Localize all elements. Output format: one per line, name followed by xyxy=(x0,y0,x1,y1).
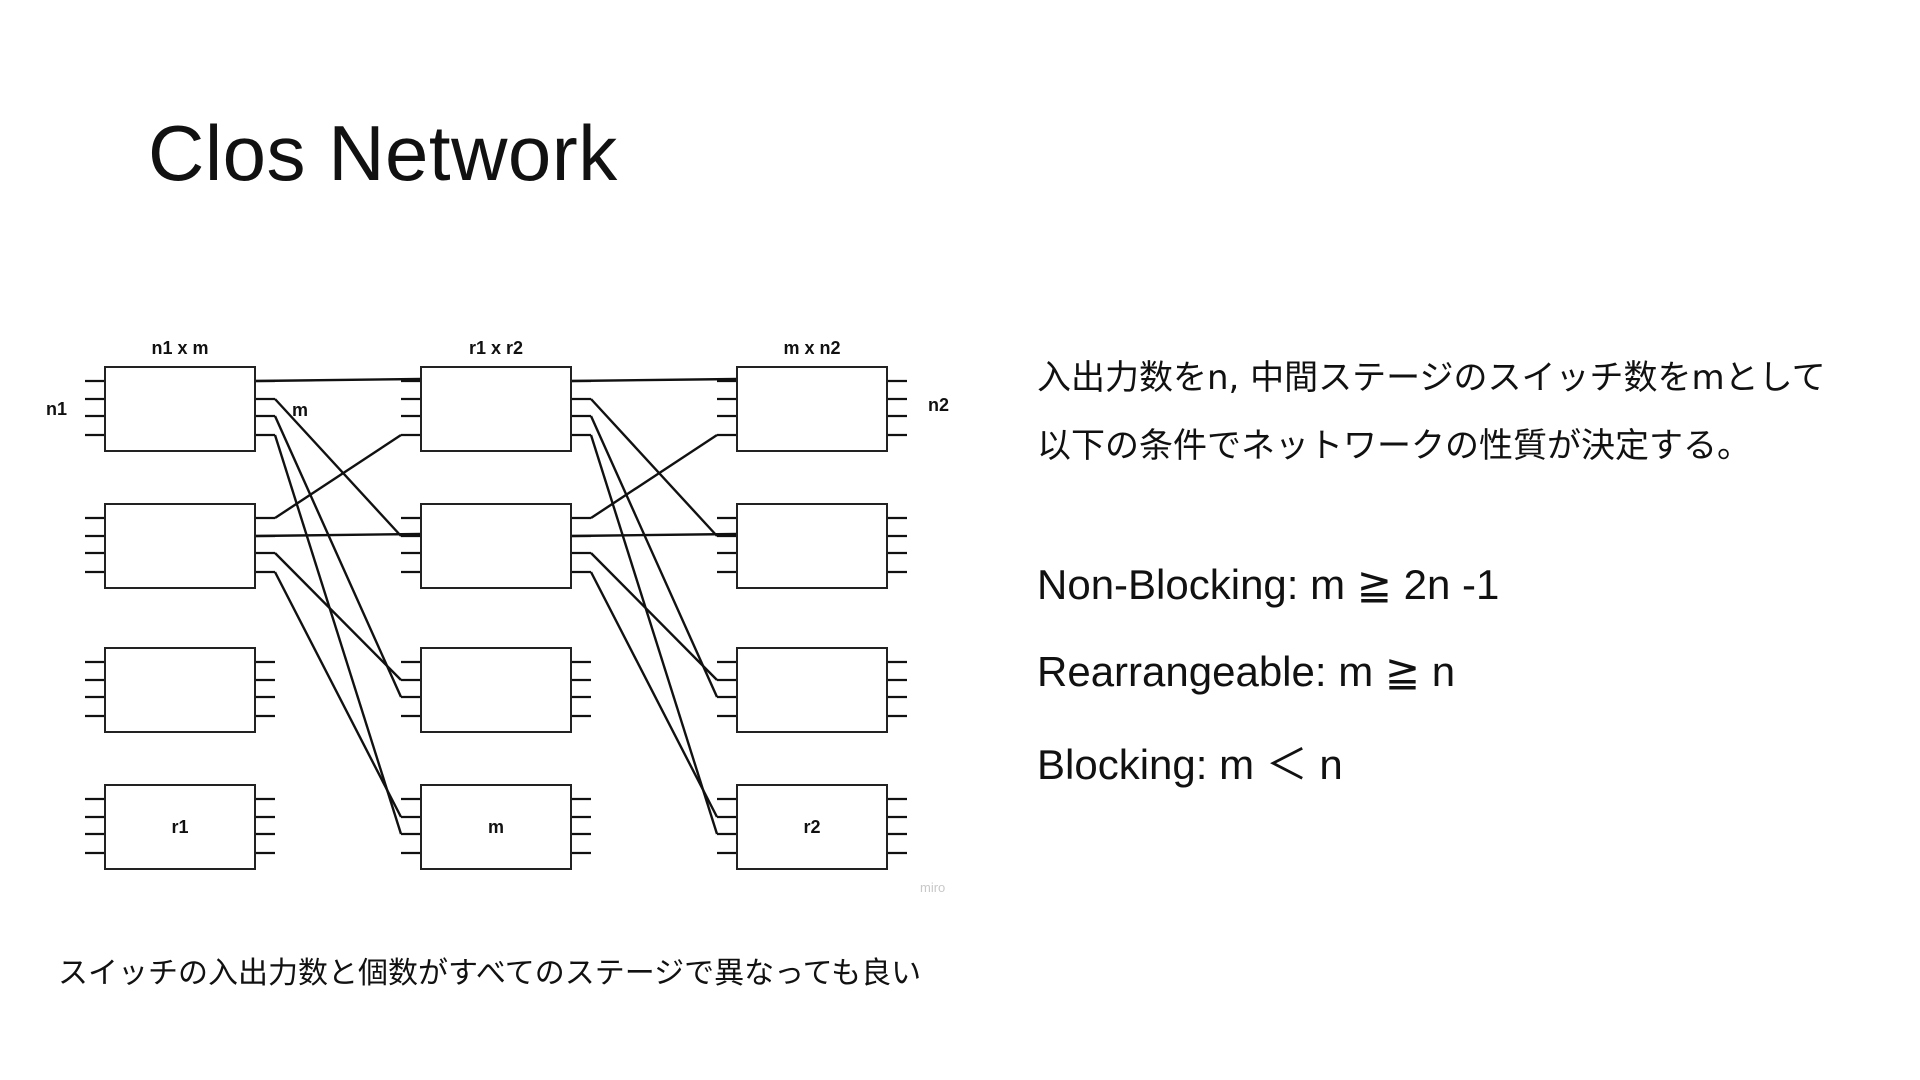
stage-link xyxy=(589,434,719,835)
description-line: 入出力数をn, 中間ステージのスイッチ数をmとして xyxy=(1037,358,1826,398)
input-label-n1: n1 xyxy=(46,399,67,419)
switch-boxes xyxy=(104,366,888,870)
footnote: スイッチの入出力数と個数がすべてのステージで異なっても良い xyxy=(58,956,922,991)
stage2-header: r1 x r2 xyxy=(469,338,523,358)
switch-box xyxy=(736,784,888,870)
switch-box xyxy=(420,366,572,452)
stage-link xyxy=(254,532,422,538)
ports xyxy=(85,379,907,855)
stage-link xyxy=(274,433,402,520)
stage-link xyxy=(273,415,403,698)
stage-link xyxy=(590,398,718,537)
stage3-header: m x n2 xyxy=(783,338,840,358)
switch-box xyxy=(420,503,572,589)
switch-box xyxy=(104,503,256,589)
condition-non-blocking: Non-Blocking: m ≧ 2n -1 xyxy=(1037,561,1500,608)
switch-box xyxy=(420,647,572,733)
stage-link xyxy=(589,415,719,698)
stage1-header: n1 x m xyxy=(151,338,208,358)
condition-rearrangeable: Rearrangeable: m ≧ n xyxy=(1037,648,1456,695)
switch-box xyxy=(420,784,572,870)
stage-link xyxy=(274,398,402,537)
stage-link xyxy=(274,552,402,681)
stage-link xyxy=(254,377,422,383)
switch-box xyxy=(104,366,256,452)
link-label-m: m xyxy=(292,400,308,420)
links xyxy=(254,377,738,835)
miro-watermark: miro xyxy=(920,880,945,895)
description: 入出力数をn, 中間ステージのスイッチ数をmとして 以下の条件でネットワークの性… xyxy=(1037,344,1877,480)
stage-link xyxy=(273,571,403,818)
stage-link xyxy=(570,377,738,383)
switch-box xyxy=(104,647,256,733)
output-label-n2: n2 xyxy=(928,395,949,415)
stage-link xyxy=(590,552,718,681)
stage3-count-label: r2 xyxy=(803,817,820,837)
switch-box xyxy=(736,647,888,733)
stage-link xyxy=(570,532,738,538)
condition-blocking: Blocking: m ＜ n xyxy=(1037,741,1343,788)
stage-link xyxy=(590,433,718,520)
stage1-count-label: r1 xyxy=(171,817,188,837)
switch-box xyxy=(104,784,256,870)
slide-title: Clos Network xyxy=(148,109,618,197)
stage2-count-label: m xyxy=(488,817,504,837)
stage-link xyxy=(273,434,403,835)
switch-box xyxy=(736,503,888,589)
stage-link xyxy=(589,571,719,818)
switch-box xyxy=(736,366,888,452)
description-line: 以下の条件でネットワークの性質が決定する。 xyxy=(1037,426,1751,466)
